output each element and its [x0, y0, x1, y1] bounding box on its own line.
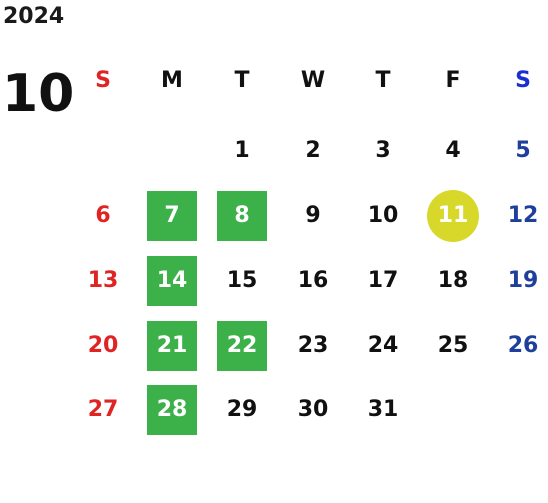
weekday-header-tuesday: T	[234, 68, 250, 93]
calendar-day-28[interactable]: 28	[147, 385, 197, 435]
calendar-day-8[interactable]: 8	[217, 191, 267, 241]
calendar-day-3[interactable]: 3	[375, 138, 391, 163]
calendar-day-21[interactable]: 21	[147, 321, 197, 371]
calendar-day-4[interactable]: 4	[445, 138, 461, 163]
weekday-header-saturday: S	[515, 68, 531, 93]
calendar-day-17[interactable]: 17	[367, 268, 399, 293]
calendar-day-15[interactable]: 15	[226, 268, 258, 293]
calendar-day-6[interactable]: 6	[95, 203, 111, 228]
calendar-day-5[interactable]: 5	[515, 138, 531, 163]
calendar-day-13[interactable]: 13	[87, 268, 119, 293]
calendar-day-19[interactable]: 19	[507, 268, 539, 293]
calendar-day-29[interactable]: 29	[226, 397, 258, 422]
calendar-day-16[interactable]: 16	[297, 268, 329, 293]
calendar-day-1[interactable]: 1	[234, 138, 250, 163]
year-label: 2024	[3, 4, 65, 29]
weekday-header-wednesday: W	[300, 68, 326, 93]
calendar-day-20[interactable]: 20	[87, 333, 119, 358]
calendar-day-30[interactable]: 30	[297, 397, 329, 422]
calendar-day-22[interactable]: 22	[217, 321, 267, 371]
calendar-day-2[interactable]: 2	[305, 138, 321, 163]
calendar-day-23[interactable]: 23	[297, 333, 329, 358]
weekday-header-monday: M	[161, 68, 183, 93]
month-label: 10	[2, 64, 75, 124]
weekday-header-thursday: T	[375, 68, 391, 93]
calendar-day-31[interactable]: 31	[367, 397, 399, 422]
calendar-day-7[interactable]: 7	[147, 191, 197, 241]
calendar-day-11[interactable]: 11	[427, 190, 479, 242]
calendar-day-9[interactable]: 9	[305, 203, 321, 228]
weekday-header-friday: F	[445, 68, 461, 93]
calendar-day-24[interactable]: 24	[367, 333, 399, 358]
calendar-day-25[interactable]: 25	[437, 333, 469, 358]
calendar-day-14[interactable]: 14	[147, 256, 197, 306]
calendar-day-26[interactable]: 26	[507, 333, 539, 358]
calendar-day-27[interactable]: 27	[87, 397, 119, 422]
calendar-day-10[interactable]: 10	[367, 203, 399, 228]
calendar-day-18[interactable]: 18	[437, 268, 469, 293]
calendar-day-12[interactable]: 12	[507, 203, 539, 228]
weekday-header-sunday: S	[95, 68, 111, 93]
